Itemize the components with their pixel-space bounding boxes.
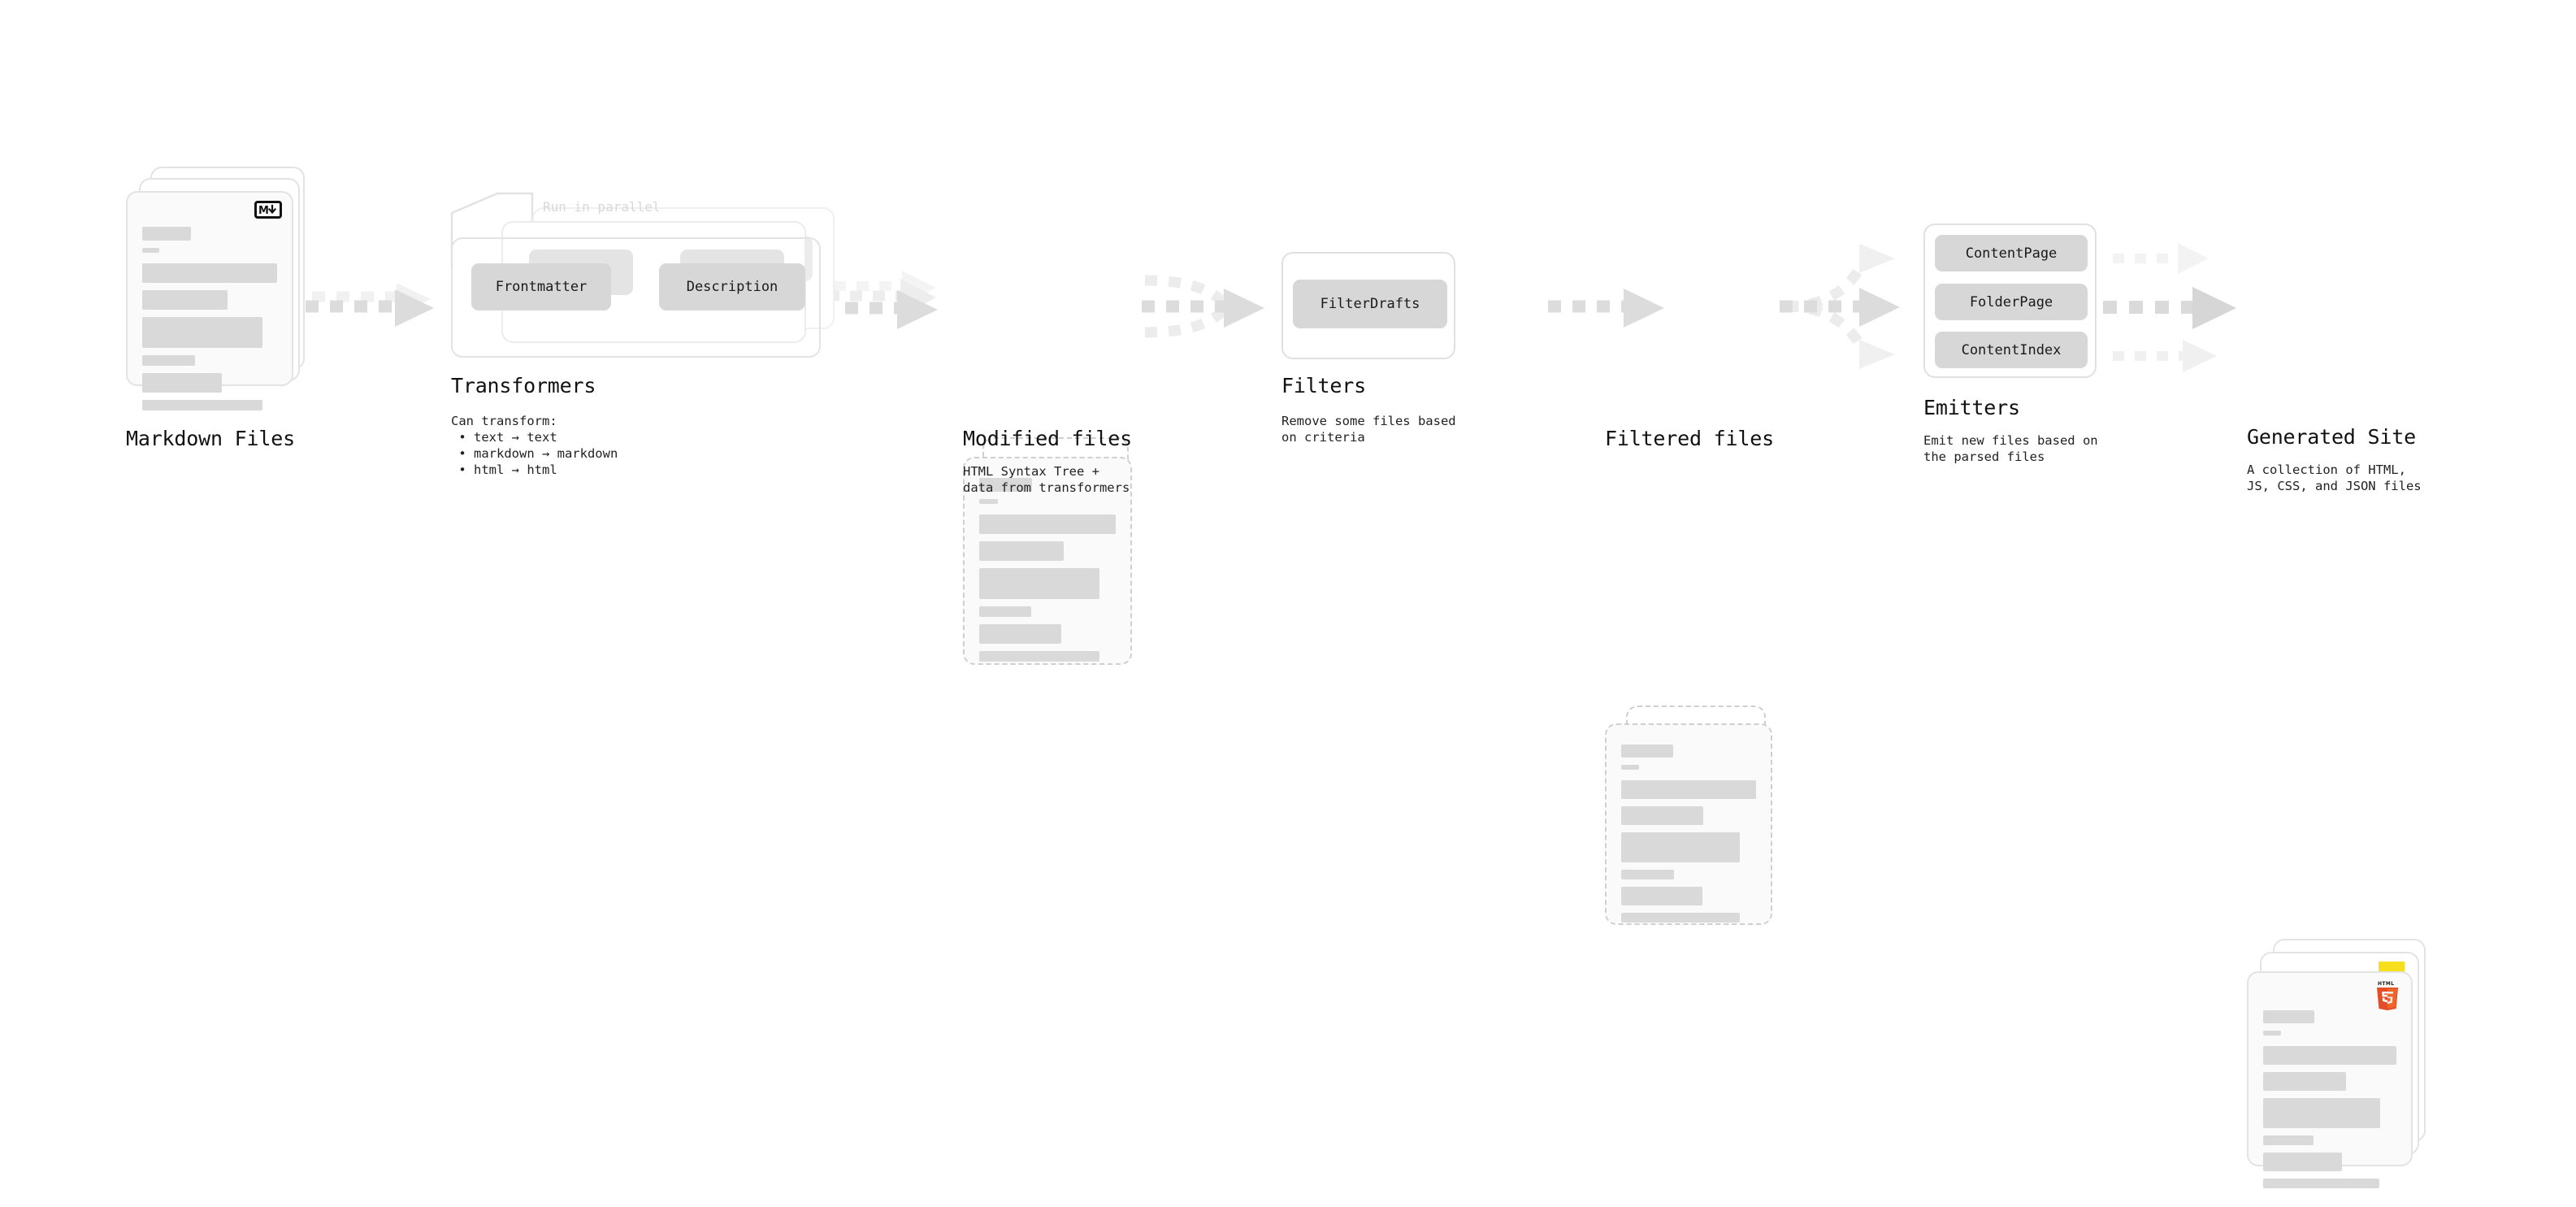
stage-filtered-files (1605, 706, 1792, 966)
content-bar (1621, 832, 1741, 862)
content-bar (142, 227, 191, 241)
content-bar (142, 263, 277, 283)
filters-card[interactable]: FilterDrafts (1281, 252, 1455, 359)
connector-filtered-to-emitters (1780, 244, 1900, 369)
site-card-front: HTML (2247, 971, 2413, 1188)
modified-card-content (979, 478, 1116, 669)
stage-markdown-files: M (126, 167, 313, 427)
stage-title-transformers: Transformers (451, 374, 596, 397)
content-bar (1621, 780, 1756, 799)
markdown-card-front: M (126, 191, 293, 410)
content-bar (979, 499, 998, 504)
content-bar (2263, 1046, 2396, 1065)
content-bar (1621, 870, 1674, 879)
connector-modified-to-filters (1142, 275, 1264, 338)
content-bar (2263, 1179, 2379, 1188)
content-bar (1621, 806, 1704, 825)
stage-subtitle-filters: Remove some files based on criteria (1281, 414, 1456, 445)
content-bar (979, 606, 1031, 617)
stage-title-modified-files: Modified files (963, 427, 1132, 450)
filter-pill-filterdrafts[interactable]: FilterDrafts (1293, 280, 1447, 328)
stage-generated-site: CSS HTML (2247, 939, 2450, 1207)
content-bar (142, 355, 195, 366)
emitter-pill-contentpage[interactable]: ContentPage (1935, 235, 2088, 271)
emitters-card[interactable]: ContentPage FolderPage ContentIndex (1923, 224, 2097, 378)
transformer-pill-description[interactable]: Description (659, 263, 805, 310)
content-bar (979, 568, 1099, 599)
content-bar (1621, 887, 1702, 905)
content-bar (979, 478, 1032, 492)
content-bar (142, 248, 159, 253)
svg-text:M: M (258, 205, 269, 216)
stage-subtitle-modified-files: HTML Syntax Tree + data from transformer… (963, 464, 1130, 495)
svg-text:HTML: HTML (2378, 981, 2395, 987)
stage-subtitle-generated-site: A collection of HTML, JS, CSS, and JSON … (2247, 462, 2422, 493)
transformer-pill-frontmatter[interactable]: Frontmatter (471, 263, 611, 310)
stage-emitters: ContentPage FolderPage ContentIndex (1923, 224, 2110, 386)
stage-subtitle-transformers: Can transform: • text → text • markdown … (451, 414, 618, 477)
site-card-content (2263, 1010, 2396, 1196)
stage-title-filters: Filters (1281, 374, 1366, 397)
content-bar (979, 541, 1065, 561)
content-bar (979, 624, 1061, 644)
stage-subtitle-emitters: Emit new files based on the parsed files (1923, 433, 2098, 464)
content-bar (1621, 745, 1673, 758)
content-bar (142, 373, 222, 393)
transformer-card-front[interactable]: Frontmatter Description (451, 237, 821, 358)
emitter-pill-contentindex[interactable]: ContentIndex (1935, 332, 2088, 368)
stage-title-generated-site: Generated Site (2247, 425, 2416, 449)
stage-filters: FilterDrafts (1281, 252, 1460, 362)
content-bar (1621, 765, 1639, 770)
content-bar (2263, 1072, 2346, 1091)
connector-emitters-to-site (2103, 243, 2236, 372)
content-bar (142, 317, 262, 348)
stage-modified-files (963, 437, 1150, 697)
emitter-pill-folderpage[interactable]: FolderPage (1935, 284, 2088, 320)
content-bar (2263, 1153, 2342, 1171)
markdown-card-content (142, 227, 277, 418)
stage-title-filtered-files: Filtered files (1605, 427, 1774, 450)
modified-card-front (963, 457, 1132, 665)
connector-markdown-to-transformers (306, 283, 434, 327)
content-bar (1621, 913, 1741, 923)
content-bar (142, 400, 262, 410)
filtered-card-content (1621, 745, 1756, 930)
filtered-card-front (1605, 723, 1772, 925)
html5-icon: HTML (2374, 979, 2401, 1010)
content-bar (2263, 1031, 2281, 1036)
stage-transformers: Frontmatter Description Frontmatter Desc… (451, 207, 841, 362)
connector-filters-to-filtered (1548, 289, 1664, 328)
run-in-parallel-label: Run in parallel (543, 199, 661, 215)
content-bar (142, 290, 228, 310)
diagram-canvas: M Markdown Files Frontmatter Description (126, 167, 2426, 1188)
content-bar (979, 514, 1116, 534)
content-bar (2263, 1010, 2314, 1023)
stage-title-emitters: Emitters (1923, 396, 2020, 419)
markdown-icon: M (254, 201, 282, 219)
content-bar (2263, 1098, 2381, 1128)
stage-title-markdown-files: Markdown Files (126, 427, 295, 450)
content-bar (979, 651, 1099, 662)
content-bar (2263, 1135, 2314, 1145)
